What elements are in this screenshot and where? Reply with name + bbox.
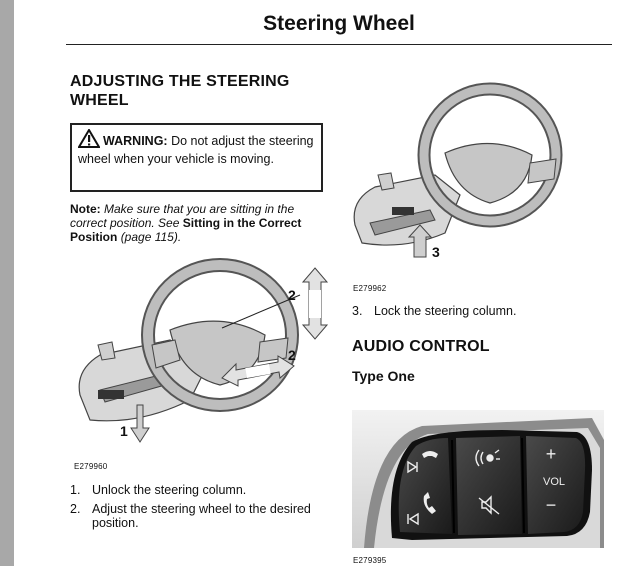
note-label: Note: [70,202,101,216]
page-title: Steering Wheel [263,12,415,35]
figure-audio-code: E279395 [353,556,387,565]
note-link[interactable]: Sitting in the Correct Position [70,216,302,244]
steering-wheel-adjust-figure: 2 2 1 [78,258,329,443]
figure-lock-code: E279962 [353,284,387,293]
warning-label: WARNING: [103,134,168,148]
callout-2-vertical: 2 [288,287,296,303]
note-page: (page 115). [120,230,182,244]
warning-box: WARNING: Do not adjust the steering whee… [70,123,323,192]
callout-1: 1 [120,423,128,439]
step-3: 3. Lock the steering column. [352,304,602,320]
volume-up-label: + [546,444,557,464]
step-3-number: 3. [352,304,363,318]
step-2-number: 2. [70,502,81,516]
phone-answer-icon [423,492,436,514]
title-rule [66,44,612,45]
voice-command-icon [475,449,500,467]
down-unlock-arrow-icon [130,404,150,443]
audio-subheading: Type One [352,368,415,384]
horizontal-adjust-arrow-icon [221,355,295,387]
volume-label: VOL [543,476,565,488]
warning-triangle-icon [77,128,101,152]
seek-next-icon [407,460,418,474]
step-3-text: Lock the steering column. [374,304,517,318]
seek-previous-icon [407,512,419,526]
callout-3: 3 [432,244,440,260]
step-2-text: Adjust the steering wheel to the desired… [92,502,311,530]
step-2: 2. Adjust the steering wheel to the desi… [70,502,332,532]
up-lock-arrow-icon [407,224,433,258]
audio-heading: AUDIO CONTROL [352,338,490,355]
vertical-adjust-arrow-icon [301,267,329,340]
audio-control-figure: + VOL − [352,410,604,548]
step-1-number: 1. [70,483,81,497]
phone-hangup-icon [422,451,438,458]
note-paragraph: Note: Make sure that you are sitting in … [70,202,328,244]
figure-main-code: E279960 [74,462,108,471]
step-1-text: Unlock the steering column. [92,483,247,497]
steering-wheel-lock-figure: 3 [353,82,563,260]
volume-down-label: − [546,495,557,515]
callout-2-horizontal: 2 [288,347,296,363]
mute-icon [478,495,500,515]
step-1: 1. Unlock the steering column. [70,483,332,499]
page-side-bar [0,0,14,566]
adjust-heading: ADJUSTING THE STEERING WHEEL [70,73,290,109]
note-text: Make sure that you are sitting in the co… [70,202,295,230]
warning-text: Do not adjust the steering wheel when yo… [78,134,314,166]
